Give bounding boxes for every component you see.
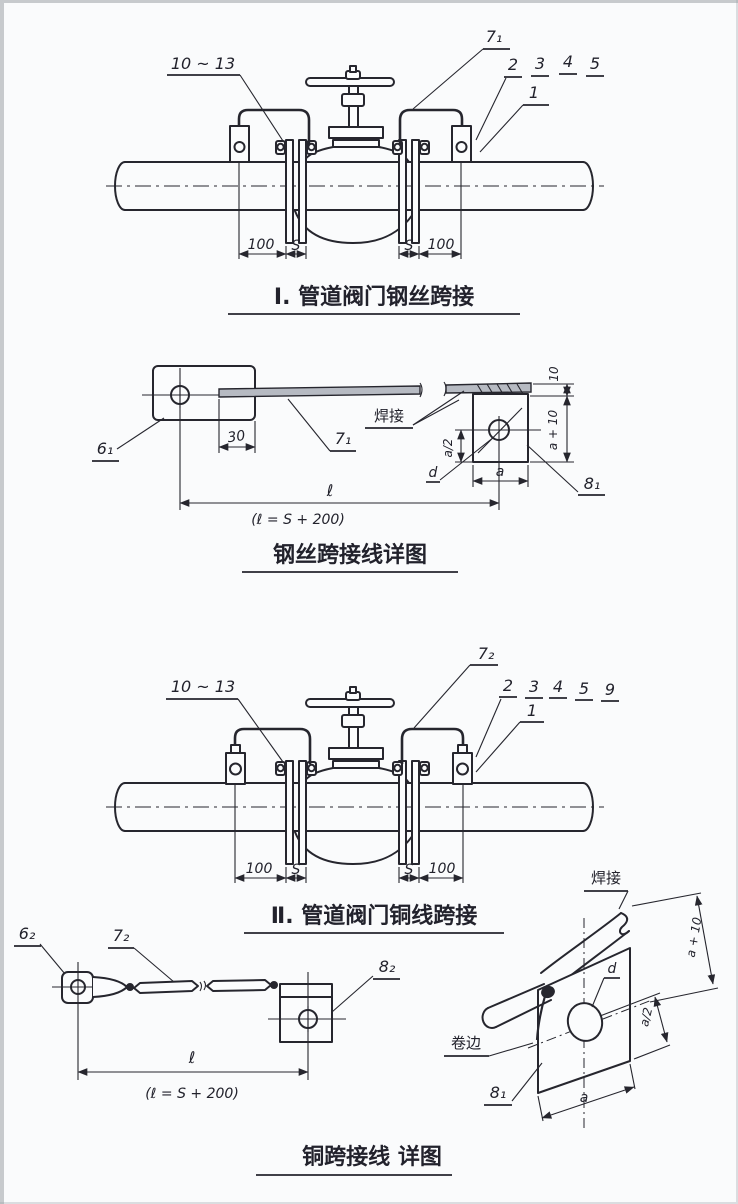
callout-4: 4 — [553, 677, 563, 696]
steel-wire — [218, 385, 421, 398]
callout-range-label: 10 ~ 13 — [171, 677, 235, 696]
dim-100-right: 100 — [428, 237, 455, 253]
weld-label: 焊接 — [374, 407, 404, 425]
valve-body — [294, 210, 416, 244]
curled-wire-end — [535, 995, 547, 1041]
steel-jumper-detail-drawing: 30 6₁ 7₁ 焊接 d a/2 a 10 a + 10 ℓ — [92, 365, 605, 573]
weld-label: 焊接 — [591, 869, 621, 887]
dim-length-note: (ℓ = S + 200) — [251, 512, 345, 528]
hole-dia-label: d — [608, 961, 617, 977]
copper-wire-segment — [206, 979, 272, 992]
copper-jumper-detail-drawing: ℓ (ℓ = S + 200) 6₂ 7₂ 8₂ — [14, 924, 400, 1102]
callout-1: 1 — [529, 83, 539, 102]
dimension-lines — [234, 784, 464, 883]
callout-5: 5 — [579, 679, 589, 698]
dimension-lines — [238, 163, 462, 259]
hole-dia-label: d — [429, 465, 438, 481]
copper-jumper-wire-left — [233, 727, 312, 764]
dim-width: a — [496, 464, 505, 480]
dim-top: 10 — [547, 366, 561, 382]
callout-wire-label: 7₁ — [486, 27, 503, 46]
dim-s-right: S — [405, 862, 414, 878]
dim-length: ℓ — [326, 481, 334, 500]
flange-pairs — [275, 139, 430, 244]
flange-pairs — [275, 760, 430, 865]
dim-height: a + 10 — [546, 409, 560, 450]
dim-length-note: (ℓ = S + 200) — [145, 1086, 239, 1102]
callout-wire-label: 7₂ — [478, 644, 495, 663]
callout-9: 9 — [605, 680, 615, 699]
dim-half: a/2 — [441, 438, 455, 457]
valve-bonnet — [328, 126, 384, 139]
dim-height: a + 10 — [684, 916, 705, 958]
plate-label: 8₂ — [379, 957, 396, 976]
plate-label: 8₁ — [490, 1083, 507, 1102]
callout-1: 1 — [527, 701, 537, 720]
curl-edge-label: 卷边 — [451, 1034, 481, 1052]
dim-overlap: 30 — [227, 428, 247, 446]
callout-4: 4 — [563, 52, 573, 71]
valve-bonnet — [328, 747, 384, 760]
dim-length: ℓ — [188, 1048, 196, 1067]
lug-eye — [92, 976, 128, 998]
dim-s-right: S — [405, 238, 414, 254]
callout-3: 3 — [535, 54, 545, 73]
copper-detail-caption: 铜跨接线 详图 — [302, 1144, 442, 1170]
steel-jumper-wire-right — [398, 108, 464, 145]
steel-jumper-wire-left — [237, 108, 311, 145]
copper-jumper-wire-right — [400, 727, 465, 764]
wire-label: 7₁ — [335, 429, 352, 448]
wire-label: 7₂ — [113, 926, 130, 945]
steel-detail-caption: 钢丝跨接线详图 — [273, 542, 427, 568]
lug-label: 6₂ — [19, 924, 36, 943]
lug-label: 6₁ — [97, 439, 114, 458]
valve-body — [294, 831, 416, 865]
dim-s-left: S — [292, 862, 301, 878]
callout-range-label: 10 ~ 13 — [171, 54, 235, 73]
copper-wire — [487, 983, 545, 1009]
pipe-valve-copper-jumper-drawing: 100 S S 100 10 ~ 13 7₂ 2 3 4 5 9 1 Ⅱ. 管道… — [106, 644, 619, 934]
section1-caption: Ⅰ. 管道阀门钢丝跨接 — [274, 284, 474, 310]
break-line — [619, 912, 630, 936]
terminal-plate-isometric-detail: 焊接 a + 10 a/2 d 卷边 8₁ a — [444, 869, 719, 1132]
terminal-hole — [566, 1002, 604, 1042]
dim-100-right: 100 — [429, 861, 456, 877]
callout-2: 2 — [503, 676, 513, 695]
section2-caption: Ⅱ. 管道阀门铜线跨接 — [271, 903, 478, 929]
callout-2: 2 — [508, 55, 518, 74]
dim-width: a — [580, 1090, 589, 1106]
dim-half: a/2 — [637, 1006, 655, 1028]
dim-100-left: 100 — [246, 861, 273, 877]
dim-s-left: S — [292, 238, 301, 254]
copper-wire-segment — [133, 980, 199, 994]
callout-3: 3 — [529, 677, 539, 696]
pipe-valve-steel-jumper-drawing: 100 S S 100 10 ~ 13 7₁ 2 3 4 5 1 Ⅰ. 管道阀门… — [106, 27, 604, 315]
plate-label: 8₁ — [584, 474, 601, 493]
callout-5: 5 — [590, 54, 600, 73]
dim-100-left: 100 — [248, 237, 275, 253]
